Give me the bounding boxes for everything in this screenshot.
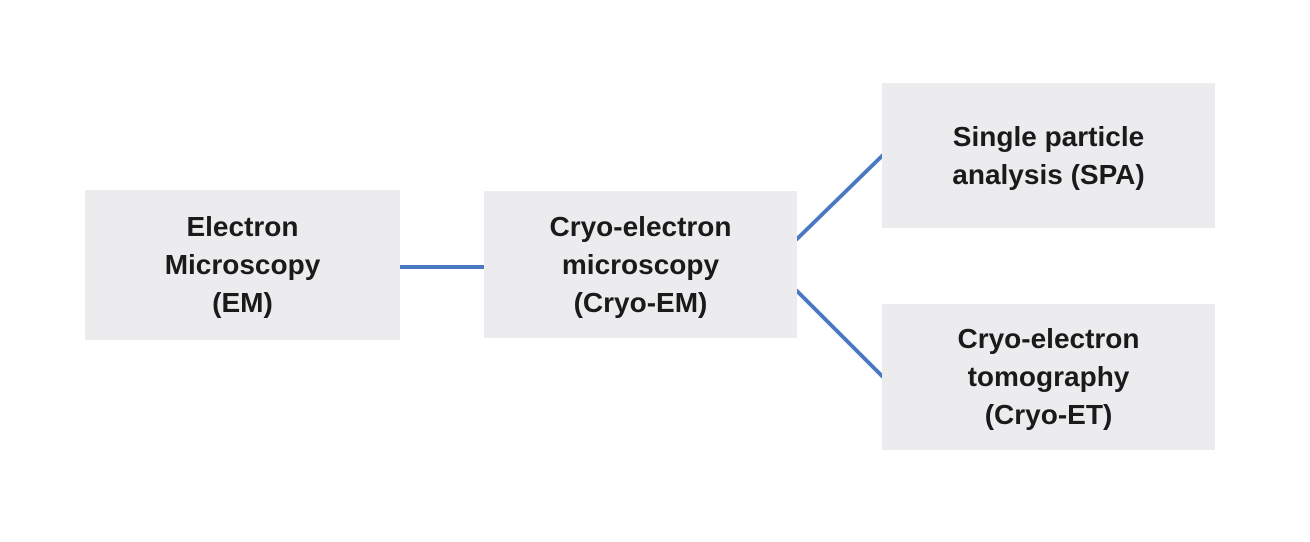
edge-cryoem-to-cryoet <box>795 289 885 379</box>
node-electron-microscopy-label: Electron Microscopy (EM) <box>164 211 321 318</box>
node-cryo-electron-microscopy: Cryo-electron microscopy (Cryo-EM) <box>484 191 797 338</box>
node-cryo-electron-tomography: Cryo-electron tomography (Cryo-ET) <box>882 304 1215 450</box>
node-single-particle-analysis: Single particle analysis (SPA) <box>882 83 1215 228</box>
node-single-particle-analysis-label: Single particle analysis (SPA) <box>952 120 1145 190</box>
node-electron-microscopy: Electron Microscopy (EM) <box>85 190 400 340</box>
node-cryo-electron-microscopy-label: Cryo-electron microscopy (Cryo-EM) <box>549 210 732 318</box>
node-cryo-electron-tomography-label: Cryo-electron tomography (Cryo-ET) <box>957 323 1140 430</box>
edge-cryoem-to-spa <box>795 153 885 241</box>
